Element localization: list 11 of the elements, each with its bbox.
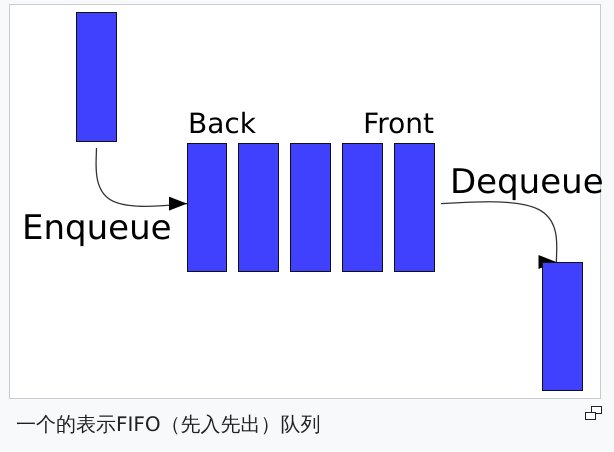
position-label: Front xyxy=(363,108,434,140)
queue-element-bar xyxy=(76,12,117,142)
position-label: Back xyxy=(188,108,256,140)
caption: 一个的表示FIFO（先入先出）队列 xyxy=(16,411,321,438)
edge-label: Enqueue xyxy=(22,208,172,248)
curved-arrow xyxy=(95,147,188,212)
queue-element-bar xyxy=(290,143,331,272)
queue-element-bar xyxy=(238,143,279,272)
queue-element-bar xyxy=(542,262,583,391)
edge-label: Dequeue xyxy=(450,162,604,202)
queue-element-bar xyxy=(342,143,383,272)
